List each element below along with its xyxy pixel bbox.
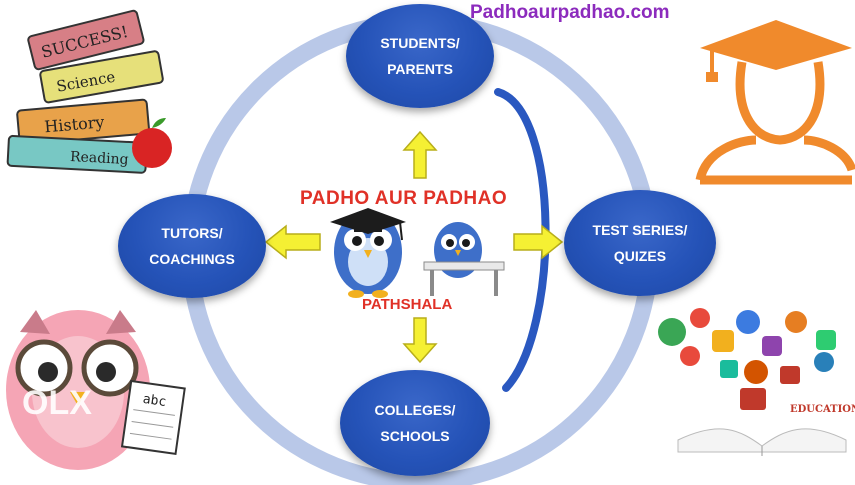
center-title: PADHO AUR PADHAO [300, 188, 508, 209]
center-subtitle: PATHSHALA [362, 296, 453, 313]
node-test-series-quizes[interactable]: TEST SERIES/ QUIZES [564, 190, 716, 296]
olx-watermark: OLX [22, 384, 92, 422]
book-label-reading: Reading [70, 149, 129, 168]
arrow-right [513, 224, 564, 260]
node-colleges-schools-line2: SCHOOLS [380, 428, 450, 444]
arrow-up [402, 130, 438, 179]
node-tutors-coachings-line1: TUTORS/ [161, 225, 223, 241]
node-colleges-schools[interactable]: COLLEGES/ SCHOOLS [340, 370, 490, 476]
education-label: EDUCATION [790, 404, 855, 415]
node-colleges-schools-text: COLLEGES/ SCHOOLS [375, 397, 456, 449]
pink-owl-icon [6, 310, 150, 470]
node-tutors-coachings-line2: COACHINGS [149, 251, 235, 267]
arrow-left [264, 224, 321, 260]
node-test-series-quizes-text: TEST SERIES/ QUIZES [593, 217, 688, 269]
node-tutors-coachings[interactable]: TUTORS/ COACHINGS [118, 194, 266, 298]
owl-student-icon [423, 222, 505, 296]
node-colleges-schools-line1: COLLEGES/ [374, 402, 456, 418]
node-tutors-coachings-text: TUTORS/ COACHINGS [149, 220, 235, 272]
owl-teacher-icon [330, 208, 406, 298]
graduate-icon [695, 20, 855, 185]
apple-icon [132, 128, 172, 168]
node-students-parents[interactable]: STUDENTS/ PARENTS [346, 4, 494, 108]
website-title[interactable]: Padhoaurpadhao.com [470, 2, 670, 23]
node-test-series-quizes-line1: TEST SERIES/ [592, 222, 688, 238]
connector-arc [494, 88, 550, 392]
paper-label: abc [142, 392, 167, 410]
node-test-series-quizes-line2: QUIZES [613, 248, 667, 264]
education-collage-icon [658, 308, 847, 456]
paper-sheet-icon: abc [120, 379, 186, 456]
arrow-down [402, 317, 438, 364]
node-students-parents-line2: PARENTS [387, 61, 453, 77]
node-students-parents-line1: STUDENTS/ [380, 35, 460, 51]
node-students-parents-text: STUDENTS/ PARENTS [380, 30, 459, 82]
books-stack-icon: SUCCESS! Science History Reading [6, 9, 172, 174]
